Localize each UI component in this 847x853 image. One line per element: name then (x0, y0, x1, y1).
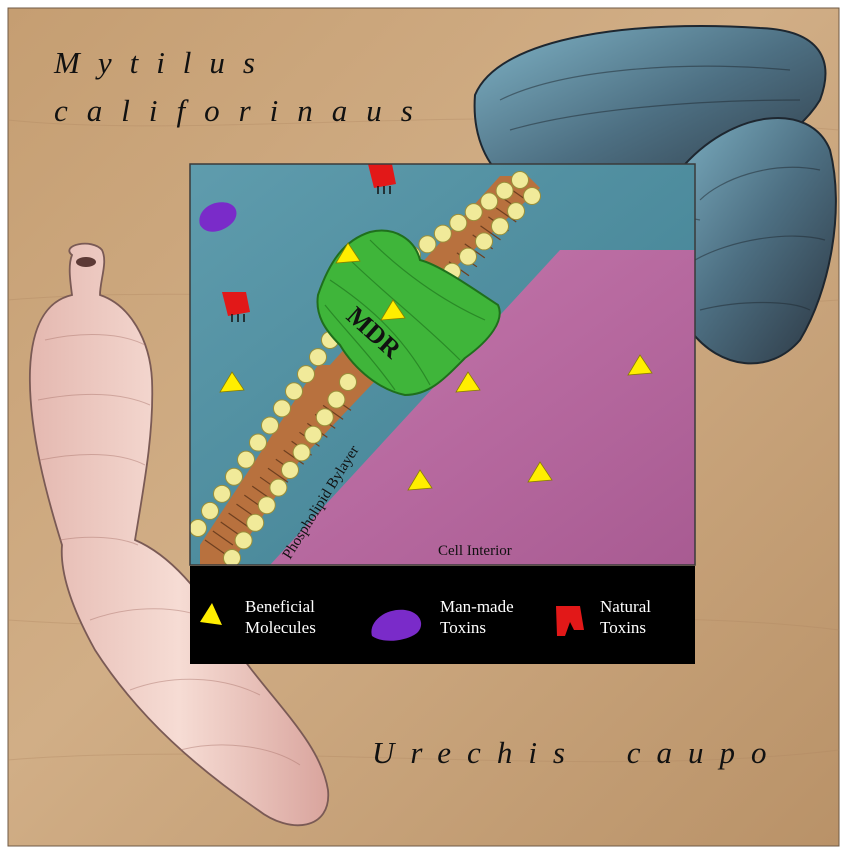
lipid-head (524, 188, 541, 205)
lipid-head (496, 182, 513, 199)
legend-beneficial-line2: Molecules (245, 617, 316, 638)
lipid-head (224, 550, 241, 567)
lipid-head (465, 204, 482, 221)
lipid-head (202, 502, 219, 519)
lipid-head (298, 366, 315, 383)
lipid-head (286, 383, 303, 400)
worm-species-label: Urechis caupo (372, 735, 783, 771)
lipid-head (247, 514, 264, 531)
lipid-head (310, 349, 327, 366)
lipid-head (282, 462, 299, 479)
legend-manmade-label: Man-made Toxins (440, 596, 514, 638)
lipid-head (214, 485, 231, 502)
lipid-head (305, 426, 322, 443)
mussel-genus-label: Mytilus (54, 45, 273, 81)
legend-beneficial-line1: Beneficial (245, 596, 316, 617)
lipid-head (481, 193, 498, 210)
lipid-head (340, 374, 357, 391)
legend-manmade-line2: Toxins (440, 617, 514, 638)
lipid-head (450, 214, 467, 231)
legend-natural-line1: Natural (600, 596, 651, 617)
legend-natural-line2: Toxins (600, 617, 651, 638)
lipid-head (235, 532, 252, 549)
lipid-head (316, 409, 333, 426)
lipid-head (492, 218, 509, 235)
lipid-head (328, 391, 345, 408)
lipid-head (270, 479, 287, 496)
lipid-head (508, 203, 525, 220)
lipid-head (434, 225, 451, 242)
lipid-head (274, 400, 291, 417)
lipid-head (258, 497, 275, 514)
lipid-head (476, 233, 493, 250)
membrane-diagram: MDR Phospholipid Bylayer Cell Interior (190, 164, 696, 567)
legend-natural-label: Natural Toxins (600, 596, 651, 638)
mussel-species-label: califorinaus (54, 93, 432, 129)
lipid-head (262, 417, 279, 434)
lipid-head (293, 444, 310, 461)
cell-interior-label: Cell Interior (438, 543, 512, 559)
lipid-head (512, 172, 529, 189)
legend-beneficial-label: Beneficial Molecules (245, 596, 316, 638)
lipid-head (238, 451, 255, 468)
lipid-head (250, 434, 267, 451)
lipid-head (190, 520, 207, 537)
lipid-head (460, 248, 477, 265)
lipid-head (419, 236, 436, 253)
lipid-head (226, 468, 243, 485)
legend-manmade-line1: Man-made (440, 596, 514, 617)
